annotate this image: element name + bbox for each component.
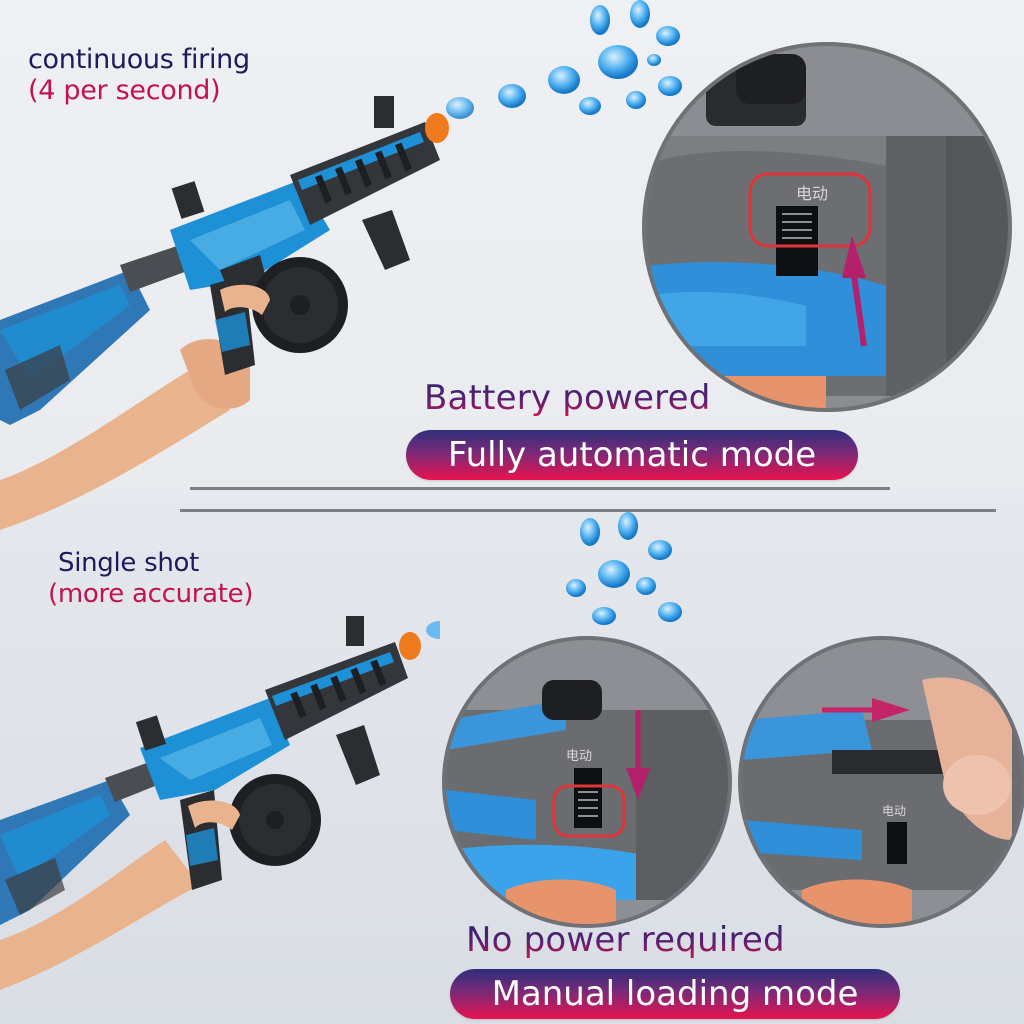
caption-title: Single shot <box>58 548 200 578</box>
manual-loading-mode-badge: Manual loading mode <box>450 969 900 1019</box>
switch-highlight-box <box>748 172 872 248</box>
single-shot-caption: Single shot (more accurate) <box>48 548 254 610</box>
switch-label-chinese: 电动 <box>882 804 906 818</box>
switch-label-chinese: 电动 <box>796 184 828 203</box>
switch-closeup-auto: 电动 <box>642 42 1012 412</box>
switch-label-chinese: 电动 <box>566 749 592 764</box>
caption-subtitle: (more accurate) <box>48 579 254 609</box>
arrow-up-icon <box>842 236 866 278</box>
charging-handle-closeup: 电动 <box>738 636 1024 928</box>
arrow-down-icon <box>626 768 650 800</box>
water-bead-spray-top <box>440 0 700 130</box>
fully-automatic-mode-badge: Fully automatic mode <box>406 430 858 480</box>
caption-title: continuous firing <box>28 44 250 75</box>
water-bead-spray-bottom <box>560 512 690 632</box>
battery-powered-headline: Battery powered <box>424 378 711 418</box>
gel-blaster-image-bottom <box>0 610 454 990</box>
switch-closeup-manual: 电动 <box>442 636 732 928</box>
section-divider-short <box>190 487 890 490</box>
continuous-firing-caption: continuous firing (4 per second) <box>28 44 250 106</box>
caption-subtitle: (4 per second) <box>28 75 221 106</box>
arrow-right-icon <box>872 698 910 722</box>
no-power-required-headline: No power required <box>466 920 785 960</box>
section-divider-long <box>180 509 996 512</box>
gel-blaster-image-top <box>0 80 700 550</box>
switch-highlight-box <box>552 784 626 838</box>
